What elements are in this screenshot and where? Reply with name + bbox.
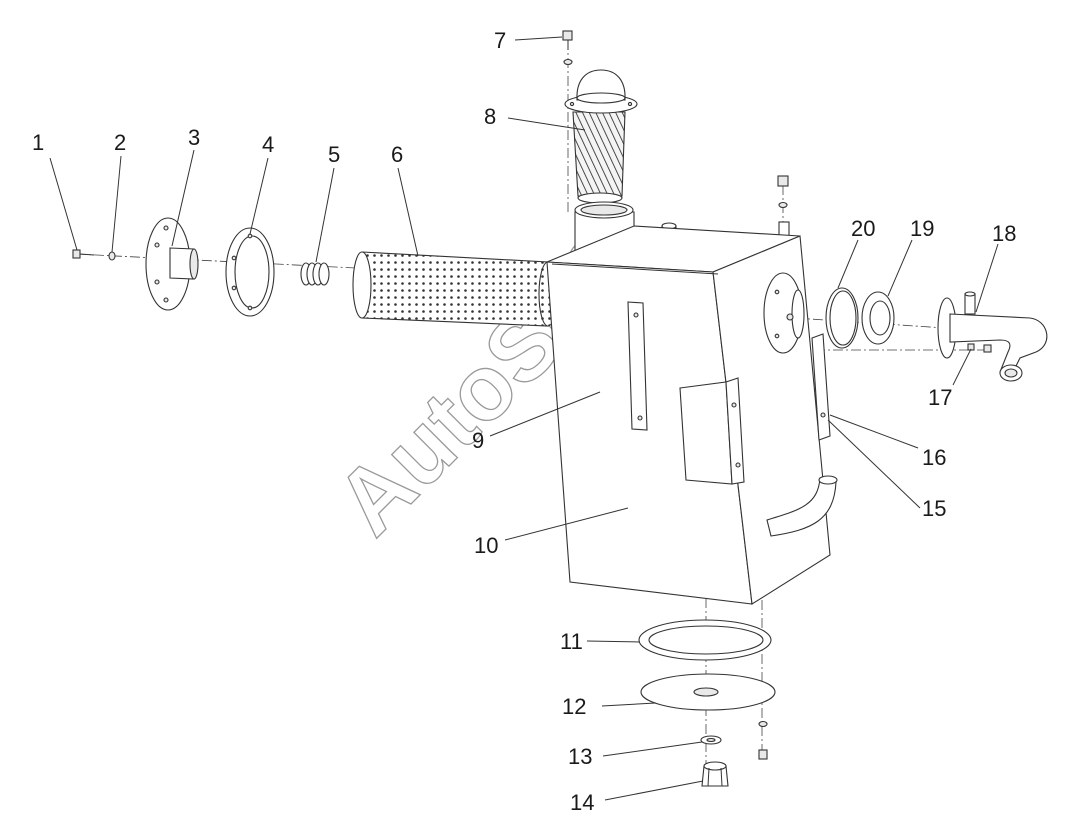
label-15: 15 <box>922 496 946 521</box>
label-3: 3 <box>188 125 200 150</box>
label-9: 9 <box>472 428 484 453</box>
bottom-bolt <box>758 720 768 760</box>
label-20: 20 <box>851 216 875 241</box>
label-18: 18 <box>992 221 1016 246</box>
part-16-side-bar <box>811 333 831 441</box>
part-8-breather <box>564 69 638 204</box>
part-7-screw <box>562 30 573 66</box>
part-4-gasket <box>225 227 275 317</box>
part-19-gasket <box>861 291 895 345</box>
label-16: 16 <box>922 445 946 470</box>
part-11-bottom-gasket <box>638 619 772 661</box>
part-18-elbow-pipe <box>937 291 1048 382</box>
label-4: 4 <box>262 132 274 157</box>
part-13-washer <box>700 735 722 745</box>
label-5: 5 <box>328 142 340 167</box>
part-3-end-cover <box>145 217 199 311</box>
label-19: 19 <box>910 216 934 241</box>
part-9-mounting-bar <box>627 301 648 431</box>
part-14-drain-plug <box>701 761 729 787</box>
label-10: 10 <box>474 533 498 558</box>
label-12: 12 <box>562 694 586 719</box>
label-7: 7 <box>494 28 506 53</box>
label-6: 6 <box>391 142 403 167</box>
label-2: 2 <box>114 130 126 155</box>
part-1-bolt <box>72 249 95 259</box>
part-5-spring <box>300 262 330 286</box>
part-12-bottom-plate <box>640 673 776 711</box>
side-outlet-flange <box>763 272 805 354</box>
part-2-washer <box>108 251 116 261</box>
label-13: 13 <box>568 744 592 769</box>
hose-bend <box>766 475 838 537</box>
part-20-o-ring <box>825 287 859 349</box>
label-11: 11 <box>560 629 583 654</box>
part-number-labels: 1 2 3 4 5 6 7 8 9 10 11 12 13 14 15 16 1… <box>32 28 1016 815</box>
label-17: 17 <box>928 385 952 410</box>
label-8: 8 <box>484 104 496 129</box>
part-17-bolt <box>967 343 992 353</box>
part-6-filter-element <box>352 251 558 327</box>
inspection-cover <box>679 377 745 485</box>
label-1: 1 <box>32 130 44 155</box>
leader-lines <box>49 36 999 801</box>
label-14: 14 <box>570 790 594 815</box>
